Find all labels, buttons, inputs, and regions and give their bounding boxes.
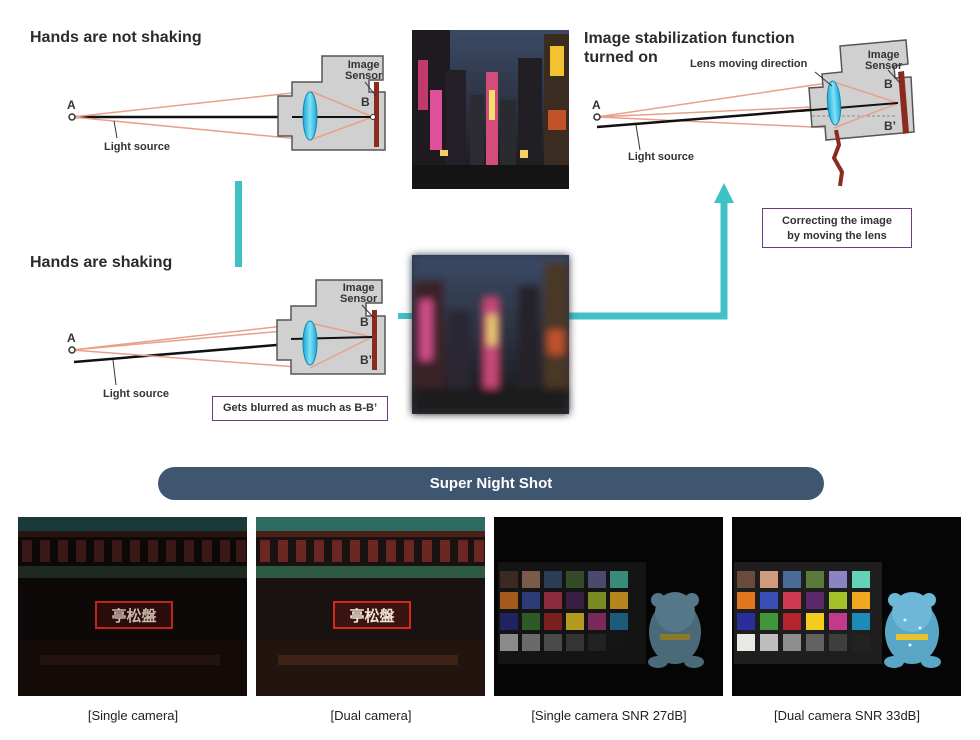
lens: [302, 91, 318, 141]
note-line1: Correcting the image: [781, 215, 893, 227]
ray-upper: [71, 322, 311, 351]
sensor-pointer: [364, 81, 377, 97]
note-line2: by moving the lens: [787, 230, 887, 242]
label-point-b: B: [360, 315, 369, 329]
caption-dual-camera-snr: [Dual camera SNR 33dB]: [774, 708, 920, 723]
ray-upper: [596, 81, 835, 118]
super-night-shot-banner: Super Night Shot: [158, 467, 824, 500]
heading-line2: turned on: [584, 49, 658, 66]
diagram-stabilized: [593, 39, 915, 187]
label-point-b-prime: B’: [360, 353, 372, 367]
label-point-b: B: [361, 95, 370, 109]
ray-lower-refracted: [309, 336, 373, 369]
sensor-label-line1: Image: [342, 282, 375, 294]
diagram-not-shaking: [68, 55, 386, 151]
sensor-label-line2: Sensor: [865, 60, 903, 72]
heading-line1: Image stabilization function: [584, 30, 795, 47]
light-path-inner: [799, 102, 899, 112]
lens: [826, 80, 842, 126]
lens: [302, 320, 318, 366]
ray-upper-refracted: [309, 322, 373, 338]
label-point-a: A: [67, 331, 76, 345]
caption-single-camera: [Single camera]: [87, 708, 179, 723]
note-blurred: Gets blurred as much as B-B’: [212, 396, 388, 421]
flow-arrow-head: [714, 183, 734, 203]
light-path-shaken: [596, 106, 835, 129]
flow-arrow-path: [569, 200, 728, 320]
point-a-marker: [68, 346, 76, 354]
ray-upper: [71, 90, 311, 118]
flow-connector-short: [398, 313, 412, 319]
caption-single-camera-snr: [Single camera SNR 27dB]: [531, 708, 687, 723]
photo-single-camera-snr: [494, 517, 723, 696]
label-image-sensor: Image Sensor: [865, 50, 902, 72]
svg-text:亭松盤: 亭松盤: [111, 607, 157, 625]
image-sensor: [374, 82, 379, 147]
sensor-pointer: [887, 69, 901, 84]
ray-upper-refracted: [309, 90, 374, 118]
sensor-label-line1: Image: [347, 59, 380, 71]
label-point-a: A: [67, 98, 76, 112]
light-source-pointer: [113, 120, 118, 139]
sensor-label-line2: Sensor: [340, 293, 378, 305]
city-photo-blurred: [412, 255, 569, 414]
ray-lower: [71, 116, 311, 141]
diagram-shaking: [68, 279, 386, 386]
image-sensor: [372, 310, 377, 370]
photo-dual-camera: 亭松盤: [256, 517, 485, 696]
label-image-sensor: Image Sensor: [340, 283, 377, 305]
note-correcting: Correcting the image by moving the lens: [762, 208, 912, 248]
label-light-source: Light source: [104, 141, 171, 153]
ray-lower: [71, 349, 311, 369]
heading-shaking: Hands are shaking: [30, 254, 173, 271]
photo-single-camera: 亭松盤: [18, 517, 247, 696]
label-lens-direction: Lens moving direction: [690, 58, 808, 70]
ray-lower-refracted: [309, 116, 374, 141]
flow-connector-vertical: [235, 181, 242, 267]
label-light-source: Light source: [103, 388, 170, 400]
point-a-marker: [68, 113, 76, 121]
lens-movement-indicator: [831, 129, 845, 187]
color-checker-bright: [737, 571, 870, 651]
teddy-bear-dim: [648, 592, 704, 668]
label-point-b-prime: B’: [884, 119, 896, 133]
flow-arrows: [235, 181, 734, 320]
sensor-label-line2: Sensor: [345, 70, 383, 82]
city-photo-sharp: [412, 30, 569, 189]
ray-upper-refracted: [833, 81, 899, 104]
caption-dual-camera: [Dual camera]: [330, 708, 412, 723]
sensor-label-line1: Image: [867, 49, 900, 61]
heading-stabilization: Image stabilization function turned on: [584, 29, 795, 67]
label-image-sensor: Image Sensor: [345, 60, 382, 82]
label-light-source: Light source: [628, 151, 695, 163]
point-b-marker: [370, 114, 376, 120]
label-point-a: A: [592, 98, 601, 112]
light-source-pointer: [112, 359, 117, 386]
sensor-pointer: [361, 304, 375, 319]
label-point-b: B: [884, 77, 893, 91]
svg-text:亭松盤: 亭松盤: [349, 607, 395, 625]
image-sensor: [898, 71, 909, 134]
light-source-pointer: [635, 124, 641, 151]
photo-dual-camera-snr: [732, 517, 961, 696]
ray-lower: [596, 116, 835, 129]
lens-direction-pointer: [814, 71, 833, 87]
point-a-marker: [593, 113, 601, 121]
heading-not-shaking: Hands are not shaking: [30, 29, 202, 46]
teddy-bear-bright: [884, 592, 941, 668]
ray-lower-refracted: [833, 102, 899, 129]
color-checker-dim: [500, 571, 628, 651]
